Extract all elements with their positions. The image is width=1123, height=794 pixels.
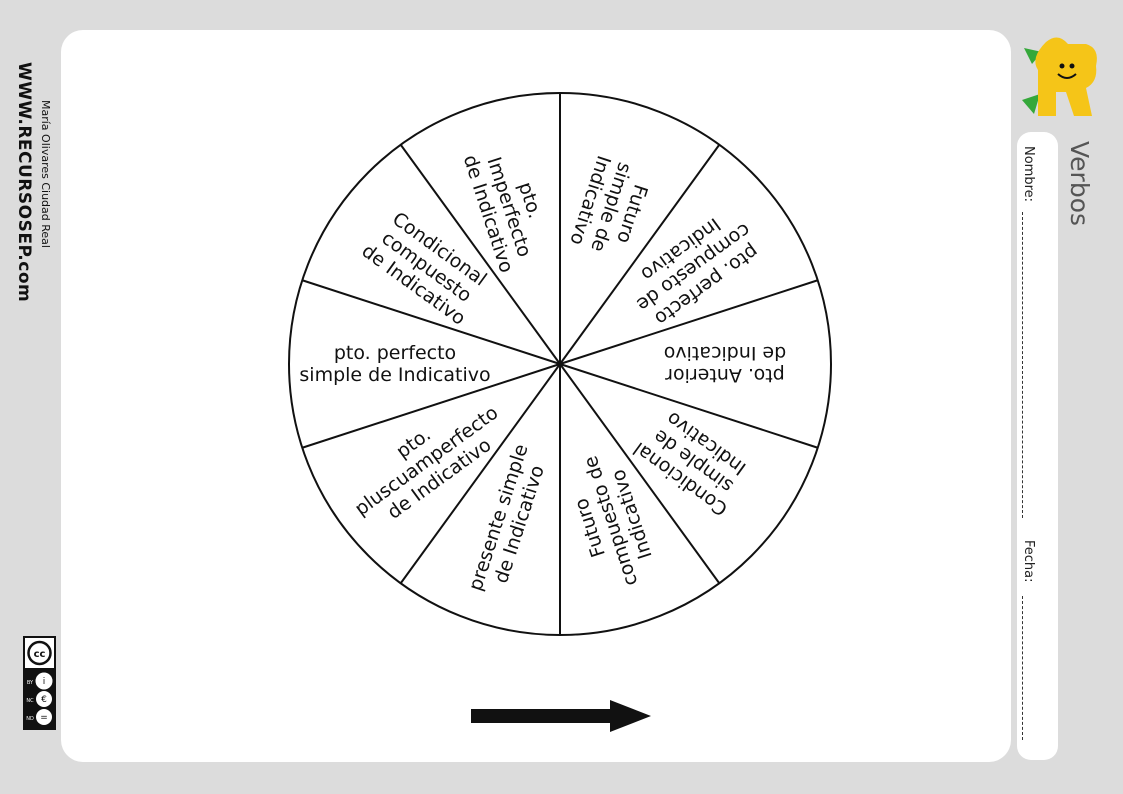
svg-text:=: = (40, 713, 48, 723)
fecha-label: Fecha: (1021, 540, 1036, 583)
svg-text:cc: cc (34, 649, 46, 660)
wheel-divider (559, 363, 819, 449)
recursosep-logo-icon (1022, 37, 1097, 116)
wheel-divider (559, 279, 819, 365)
creative-commons-icon: cc i € = BY NC ND (23, 636, 56, 730)
wheel-divider (399, 144, 561, 365)
wheel-divider (559, 144, 721, 365)
wheel-segment-line: pto. Anterior (665, 364, 785, 386)
wheel-segment-label: pto. Anteriorde Indicativo (664, 342, 786, 386)
wheel-segment-line: pto. perfecto (334, 342, 456, 364)
wheel-divider (399, 363, 561, 584)
arrow-icon (471, 700, 651, 732)
fecha-line[interactable] (1022, 596, 1023, 740)
nombre-label: Nombre: (1021, 146, 1036, 203)
worksheet-title: Verbos (1065, 141, 1094, 227)
license-badge-by: BY (27, 680, 34, 686)
name-date-panel (1017, 132, 1058, 760)
nombre-line[interactable] (1022, 212, 1023, 518)
wheel-segment-line: simple de Indicativo (299, 364, 490, 386)
license-badge-nc: NC (26, 698, 34, 704)
svg-text:€: € (41, 695, 47, 705)
wheel-segment-line: de Indicativo (664, 342, 786, 364)
wheel-divider (301, 363, 561, 449)
wheel-divider (559, 363, 721, 584)
wheel-divider (301, 279, 561, 365)
license-badge-nd: ND (26, 716, 34, 722)
svg-text:i: i (43, 677, 46, 687)
